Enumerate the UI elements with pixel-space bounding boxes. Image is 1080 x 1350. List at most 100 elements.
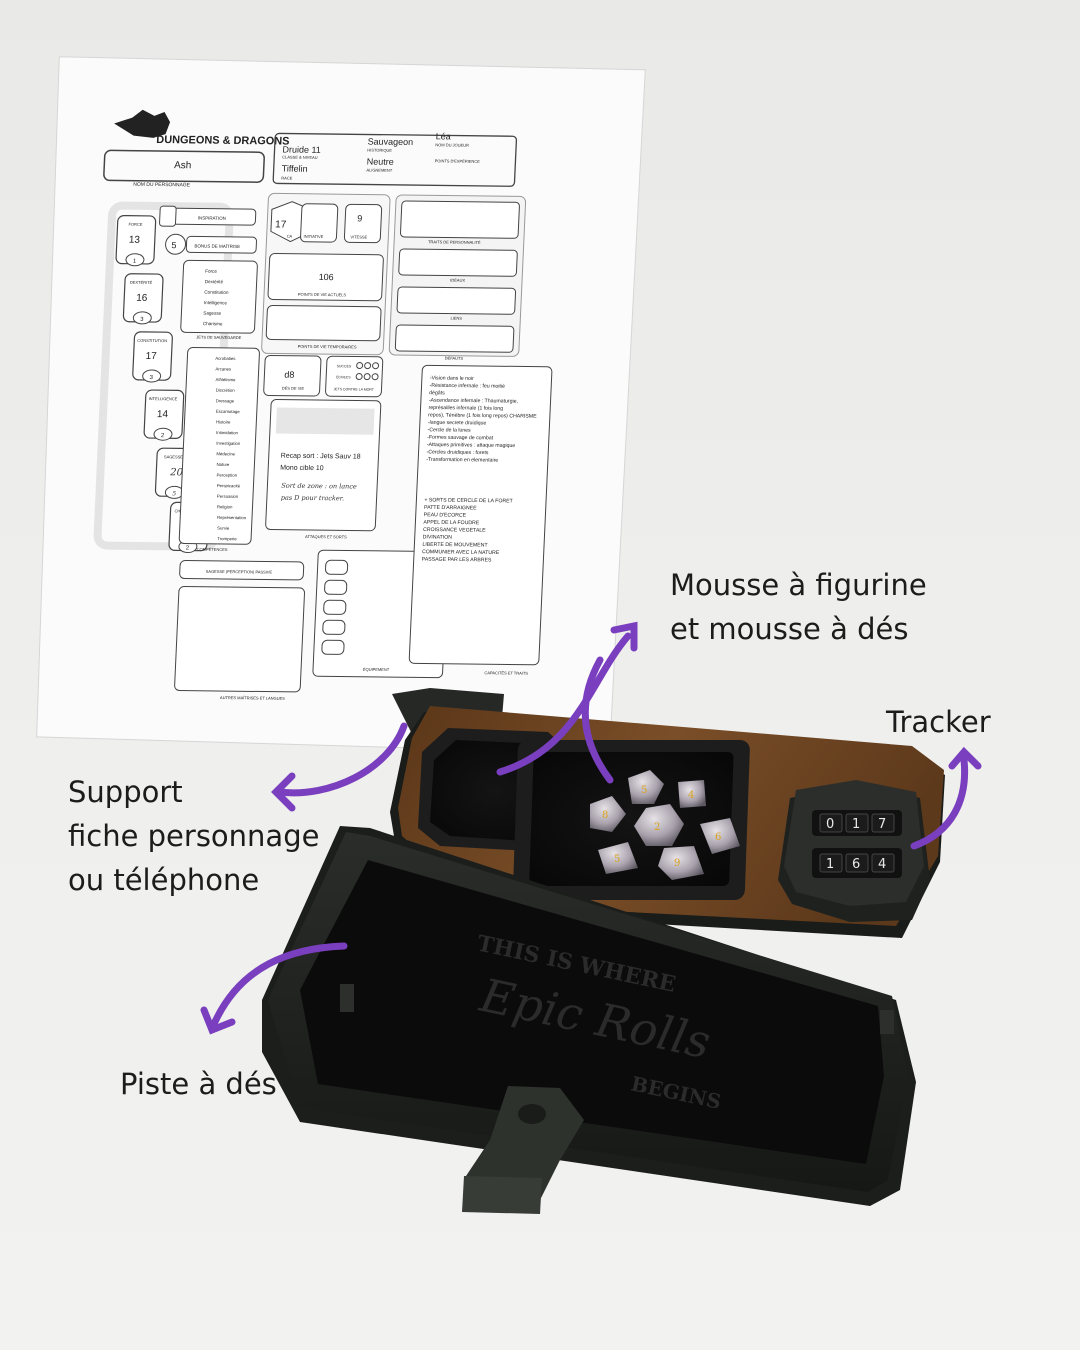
dice-set: 5 4 8 2 6 5 9 <box>590 770 740 880</box>
background: Sauvageon <box>367 136 413 147</box>
skill-item: Escamotage <box>216 409 241 414</box>
feature-line: -Ascendance infernale : Thaumaturgie, <box>429 398 518 405</box>
race: Tiffelin <box>281 163 307 173</box>
spell-line: + SORTS DE CERCLE DE LA FORET <box>424 497 513 504</box>
death-save-success: SUCCÈS <box>337 363 352 368</box>
attacks-block: Recap sort : Jets Sauv 18 Mono cible 10 … <box>265 399 382 540</box>
skill-item: Médecine <box>216 451 235 456</box>
features-label: CAPACITÉS ET TRAITS <box>484 670 528 676</box>
ability-constitution: CONSTITUTION 17 3 <box>132 331 173 383</box>
traits-block: TRAITS DE PERSONNALITÉ IDÉAUX LIENS DÉFA… <box>388 194 527 361</box>
death-saves-label: JETS CONTRE LA MORT <box>334 387 375 391</box>
svg-text:9: 9 <box>674 858 680 869</box>
spell-line: LIBERTE DE MOUVEMENT <box>422 542 488 549</box>
svg-text:4: 4 <box>688 790 694 801</box>
die-d100 <box>658 846 704 880</box>
trait-label-ideals: IDÉAUX <box>450 278 465 283</box>
skill-item: Représentation <box>217 515 247 520</box>
svg-text:6: 6 <box>715 832 721 843</box>
xp-caption: POINTS D'EXPÉRIENCE <box>435 158 481 164</box>
ability-mod: 3 <box>140 317 144 323</box>
feature-line: -langue secrete druidique <box>428 420 487 427</box>
skill-item: Investigation <box>216 441 241 446</box>
save-item: Constitution <box>204 290 229 295</box>
spell-line: PEAU D'ECORCE <box>424 512 467 519</box>
ability-force: FORCE 13 1 <box>115 215 157 267</box>
die-d20 <box>634 804 684 846</box>
callout-dice-track: Piste à dés <box>120 1062 277 1106</box>
feature-line: -Attaques primitives : attaque magique <box>427 442 516 449</box>
counter-tracker[interactable]: 0 1 7 1 6 4 <box>778 780 930 922</box>
tracker-digit: 1 <box>852 817 860 832</box>
ability-mod: 3 <box>149 375 153 381</box>
spell-line: DIVINATION <box>423 534 453 540</box>
saves-block: INSPIRATION 5 BONUS DE MAÎTRISE ForceDex… <box>159 205 258 340</box>
svg-text:5: 5 <box>614 854 620 865</box>
ability-score: 20 <box>169 467 184 478</box>
dice-case: 5 4 8 2 6 5 9 <box>262 688 945 1214</box>
inspiration-label: INSPIRATION <box>198 215 226 220</box>
trait-label-bonds: LIENS <box>450 316 462 321</box>
tracker-digit: 4 <box>878 857 886 872</box>
skills-label: COMPÉTENCES <box>197 547 228 552</box>
die-d10 <box>628 770 664 804</box>
die-d12 <box>590 796 626 832</box>
attacks-label: ATTAQUES ET SORTS <box>305 534 347 540</box>
die-d6 <box>678 780 706 808</box>
hp-current-value: 106 <box>318 272 333 282</box>
callout-tracker: Tracker <box>886 700 991 744</box>
arrow-tracker <box>910 756 969 850</box>
save-item: Charisme <box>203 321 223 326</box>
feature-line: -Vision dans le noir <box>430 375 474 382</box>
features-block: -Vision dans le noir-Résistance infernal… <box>408 364 553 676</box>
skill-item: Athlétisme <box>215 377 236 382</box>
die-d8 <box>700 818 740 854</box>
arrow-figurine-head-icon <box>610 621 638 652</box>
race-caption: RACE <box>281 175 293 180</box>
dice-track: THIS IS WHERE Epic Rolls BEGINS <box>262 826 916 1206</box>
skills-block: AcrobatiesArcanesAthlétismeDiscrétionDre… <box>174 347 306 701</box>
hit-dice-label: DÉS DE VIE <box>282 386 305 391</box>
ability-name: DEXTÉRITÉ <box>130 280 153 285</box>
proficiency-label: BONUS DE MAÎTRISE <box>194 242 240 249</box>
handwritten-note-1: Sort de zone : on lance <box>281 482 357 491</box>
skill-item: Discrétion <box>216 388 236 393</box>
case-latch[interactable] <box>462 1086 584 1214</box>
languages-label: AUTRES MAÎTRISES ET LANGUES <box>220 695 285 701</box>
skill-item: Persuasion <box>217 494 239 499</box>
svg-text:2: 2 <box>654 822 660 833</box>
sheet-header: DUNGEONS & DRAGONS Ash NOM DU PERSONNAGE… <box>103 109 518 188</box>
callout-line: Piste à dés <box>120 1067 277 1101</box>
background-caption: HISTORIQUE <box>367 147 392 152</box>
save-item: Dextérité <box>205 279 224 284</box>
ability-mod: 2 <box>186 546 190 552</box>
ability-mod: 1 <box>133 259 137 265</box>
ability-dexterite: DEXTÉRITÉ 16 3 <box>122 273 164 325</box>
arrow-piste <box>210 942 348 1028</box>
skill-item: Acrobaties <box>215 356 235 361</box>
saves-list: ForceDextéritéConstitutionIntelligenceSa… <box>203 269 229 327</box>
equipment-label: ÉQUIPEMENT <box>363 667 390 672</box>
speed-label: VITESSE <box>350 234 367 239</box>
armor-class-value: 17 <box>275 219 287 230</box>
player-name-caption: NOM DU JOUEUR <box>435 142 469 147</box>
recap-line-1: Recap sort : Jets Sauv 18 <box>281 453 361 461</box>
features-list: -Vision dans le noir-Résistance infernal… <box>426 375 537 463</box>
spell-line: PASSAGE PAR LES ARBRES <box>422 557 493 564</box>
tracker-bottom-row[interactable]: 1 6 4 <box>812 848 902 878</box>
arrow-piste-head-icon <box>200 1006 236 1035</box>
spell-line: PATTE D'ARRAIGNEE <box>424 505 477 512</box>
tracker-digit: 6 <box>852 857 860 872</box>
feature-line: -Cercle de la lunes <box>427 427 471 434</box>
dragon-logo-icon <box>114 109 171 138</box>
spell-line: COMMUNIER AVEC LA NATURE <box>422 549 500 556</box>
feature-line: dégâts <box>429 390 445 396</box>
ability-mod: 5 <box>172 490 176 497</box>
tracker-top-row[interactable]: 0 1 7 <box>812 810 902 836</box>
callout-line: fiche personnage <box>68 819 320 853</box>
speed-value: 9 <box>357 213 362 223</box>
ability-score: 16 <box>136 293 148 304</box>
annotation-arrows <box>200 621 982 1035</box>
